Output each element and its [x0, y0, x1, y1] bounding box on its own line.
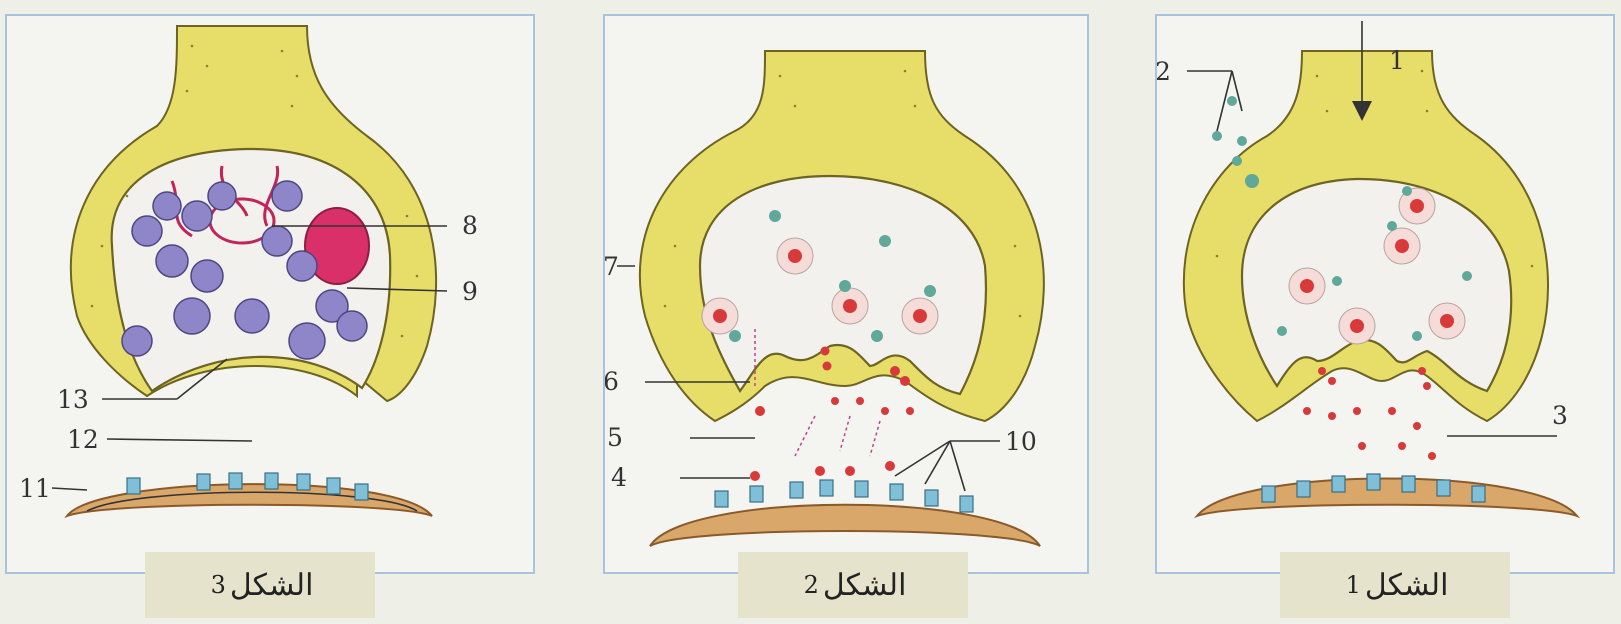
postsynaptic-membrane — [650, 505, 1040, 546]
figure-3-caption: الشكل 3 — [145, 552, 375, 618]
figure-1-caption: الشكل 1 — [1280, 552, 1510, 618]
label-11: 11 — [19, 474, 51, 503]
label-2: 2 — [1157, 57, 1171, 86]
label-6: 6 — [605, 367, 619, 396]
label-10: 10 — [1005, 427, 1037, 456]
label-3: 3 — [1552, 401, 1568, 430]
label-4: 4 — [611, 463, 627, 492]
label-8: 8 — [462, 211, 478, 240]
caption-number: 3 — [211, 571, 226, 599]
figure-2-diagram: 7 6 5 4 10 — [605, 16, 1091, 576]
neurotransmitters — [1303, 367, 1436, 460]
label-1: 1 — [1389, 46, 1405, 75]
figure-3-diagram: 8 9 13 12 11 — [7, 16, 537, 576]
figure-1-diagram: 1 2 3 — [1157, 16, 1617, 576]
figure-2-panel: 7 6 5 4 10 — [603, 14, 1089, 574]
caption-word: الشكل — [230, 568, 314, 603]
caption-word: الشكل — [823, 568, 907, 603]
figure-1-panel: 1 2 3 — [1155, 14, 1615, 574]
caption-number: 2 — [804, 571, 819, 599]
label-12: 12 — [67, 425, 99, 454]
caption-number: 1 — [1346, 571, 1361, 599]
label-5: 5 — [607, 423, 623, 452]
postsynaptic-membrane — [1197, 479, 1577, 517]
label-9: 9 — [462, 277, 478, 306]
figure-2-caption: الشكل 2 — [738, 552, 968, 618]
caption-word: الشكل — [1365, 568, 1449, 603]
label-7: 7 — [605, 252, 619, 281]
figure-3-panel: 8 9 13 12 11 — [5, 14, 535, 574]
label-13: 13 — [57, 385, 89, 414]
